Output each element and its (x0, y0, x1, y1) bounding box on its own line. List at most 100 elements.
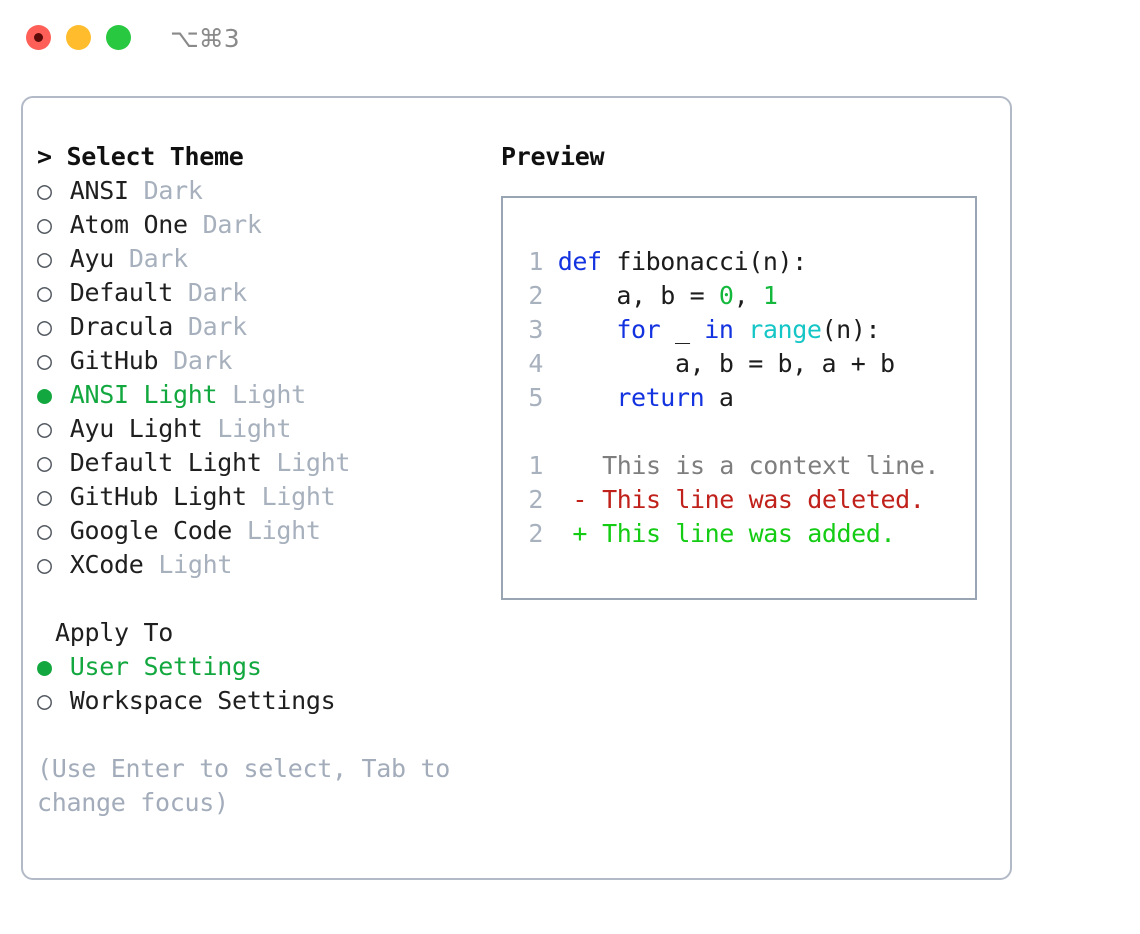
keyboard-hint-text: (Use Enter to select, Tab to change focu… (37, 754, 465, 817)
code-token-num: 0 (718, 281, 734, 310)
theme-option-ansi-light[interactable]: ● ANSI Light Light (37, 378, 497, 412)
code-token-plain: a, b = (557, 281, 719, 310)
diff-sign: - (572, 485, 588, 514)
apply-to-option-list: ● User Settings○ Workspace Settings (37, 650, 497, 718)
line-number: 2 (528, 519, 544, 548)
list-spacer (37, 582, 497, 616)
line-number: 1 (528, 247, 544, 276)
theme-option-google-code[interactable]: ○ Google Code Light (37, 514, 497, 548)
radio-selected-icon: ● (37, 652, 52, 681)
diff-text: This is a context line. (587, 451, 940, 480)
theme-option-badge: Dark (114, 244, 188, 273)
code-line: 5 return a (519, 381, 939, 415)
theme-option-label: GitHub (55, 346, 159, 375)
theme-option-label: Ayu Light (55, 414, 203, 443)
hint-spacer (37, 718, 497, 752)
code-line: 4 a, b = b, a + b (519, 347, 939, 381)
line-number: 3 (528, 315, 544, 344)
theme-option-badge: Light (202, 414, 292, 443)
code-token-builtin: range (748, 315, 822, 344)
theme-option-badge: Light (232, 516, 321, 545)
theme-option-ansi[interactable]: ○ ANSI Dark (37, 174, 497, 208)
radio-unselected-icon: ○ (37, 346, 52, 375)
preview-title: Preview (501, 142, 605, 171)
theme-picker-header: > Select Theme (37, 142, 244, 171)
minimize-button-icon[interactable] (66, 25, 91, 50)
theme-option-default-light[interactable]: ○ Default Light Light (37, 446, 497, 480)
radio-unselected-icon: ○ (37, 448, 52, 477)
radio-unselected-icon: ○ (37, 278, 52, 307)
apply-to-option-user-settings[interactable]: ● User Settings (37, 650, 497, 684)
theme-option-ayu[interactable]: ○ Ayu Dark (37, 242, 497, 276)
code-token-kw: return (616, 383, 705, 412)
code-line: 1 def fibonacci(n): (519, 245, 939, 279)
code-token-plain (558, 383, 617, 412)
code-token-plain (734, 315, 749, 344)
theme-option-label: Default Light (55, 448, 262, 477)
radio-unselected-icon: ○ (37, 312, 52, 341)
radio-unselected-icon: ○ (37, 550, 52, 579)
theme-option-label: Atom One (55, 210, 188, 239)
diff-line-del: 2 - This line was deleted. (519, 483, 939, 517)
apply-to-label: Apply To (55, 618, 174, 647)
theme-picker-column: > Select Theme ○ ANSI Dark○ Atom One Dar… (37, 140, 497, 820)
theme-option-ayu-light[interactable]: ○ Ayu Light Light (37, 412, 497, 446)
theme-option-badge: Light (261, 448, 351, 477)
theme-option-label: ANSI (55, 176, 129, 205)
apply-to-option-workspace-settings[interactable]: ○ Workspace Settings (37, 684, 497, 718)
zoom-button-icon[interactable] (106, 25, 131, 50)
title-bar: ⌥⌘3 (0, 0, 1140, 78)
code-token-num: 1 (762, 281, 778, 310)
main-panel: > Select Theme ○ ANSI Dark○ Atom One Dar… (21, 96, 1012, 880)
code-token-kw: def (557, 247, 602, 276)
radio-unselected-icon: ○ (37, 244, 52, 273)
diff-sign (572, 449, 587, 483)
line-number: 2 (528, 485, 544, 514)
keyboard-shortcut-label: ⌥⌘3 (170, 24, 240, 53)
code-token-plain: a, b = b, a + b (557, 349, 895, 378)
theme-option-label: XCode (55, 550, 144, 579)
radio-unselected-icon: ○ (37, 210, 52, 239)
code-token-kw: for (616, 315, 661, 344)
theme-option-label: Google Code (55, 516, 233, 545)
radio-unselected-icon: ○ (37, 686, 52, 715)
theme-option-badge: Dark (128, 176, 203, 205)
theme-option-label: Dracula (55, 312, 174, 341)
theme-option-atom-one[interactable]: ○ Atom One Dark (37, 208, 497, 242)
radio-unselected-icon: ○ (37, 176, 52, 205)
theme-option-label: GitHub Light (55, 482, 247, 511)
radio-selected-icon: ● (37, 380, 52, 409)
close-button-icon[interactable] (26, 25, 51, 50)
code-line: 3 for _ in range(n): (519, 313, 939, 347)
radio-unselected-icon: ○ (37, 516, 52, 545)
theme-option-badge: Dark (173, 312, 247, 341)
theme-option-default[interactable]: ○ Default Dark (37, 276, 497, 310)
theme-option-github[interactable]: ○ GitHub Dark (37, 344, 497, 378)
theme-option-label: Ayu (55, 244, 115, 273)
window-controls (26, 25, 131, 50)
line-number: 2 (528, 281, 544, 310)
theme-option-badge: Dark (158, 346, 233, 375)
radio-unselected-icon: ○ (37, 482, 52, 511)
line-number: 1 (528, 451, 544, 480)
theme-option-badge: Dark (173, 278, 247, 307)
theme-option-dracula[interactable]: ○ Dracula Dark (37, 310, 497, 344)
theme-option-badge: Dark (187, 210, 262, 239)
diff-text: This line was deleted. (587, 485, 925, 514)
theme-option-github-light[interactable]: ○ GitHub Light Light (37, 480, 497, 514)
radio-unselected-icon: ○ (37, 414, 52, 443)
theme-option-xcode[interactable]: ○ XCode Light (37, 548, 497, 582)
code-token-plain: a (704, 383, 734, 412)
theme-option-badge: Light (217, 380, 306, 409)
preview-column: Preview 1 def fibonacci(n):2 a, b = 0, 1… (501, 140, 1001, 600)
code-token-plain: _ (660, 315, 705, 344)
code-token-plain: (n): (821, 315, 881, 344)
code-token-kw: in (704, 315, 734, 344)
diff-sign: + (572, 519, 588, 548)
apply-to-option-label: User Settings (55, 652, 262, 681)
theme-option-badge: Light (143, 550, 233, 579)
